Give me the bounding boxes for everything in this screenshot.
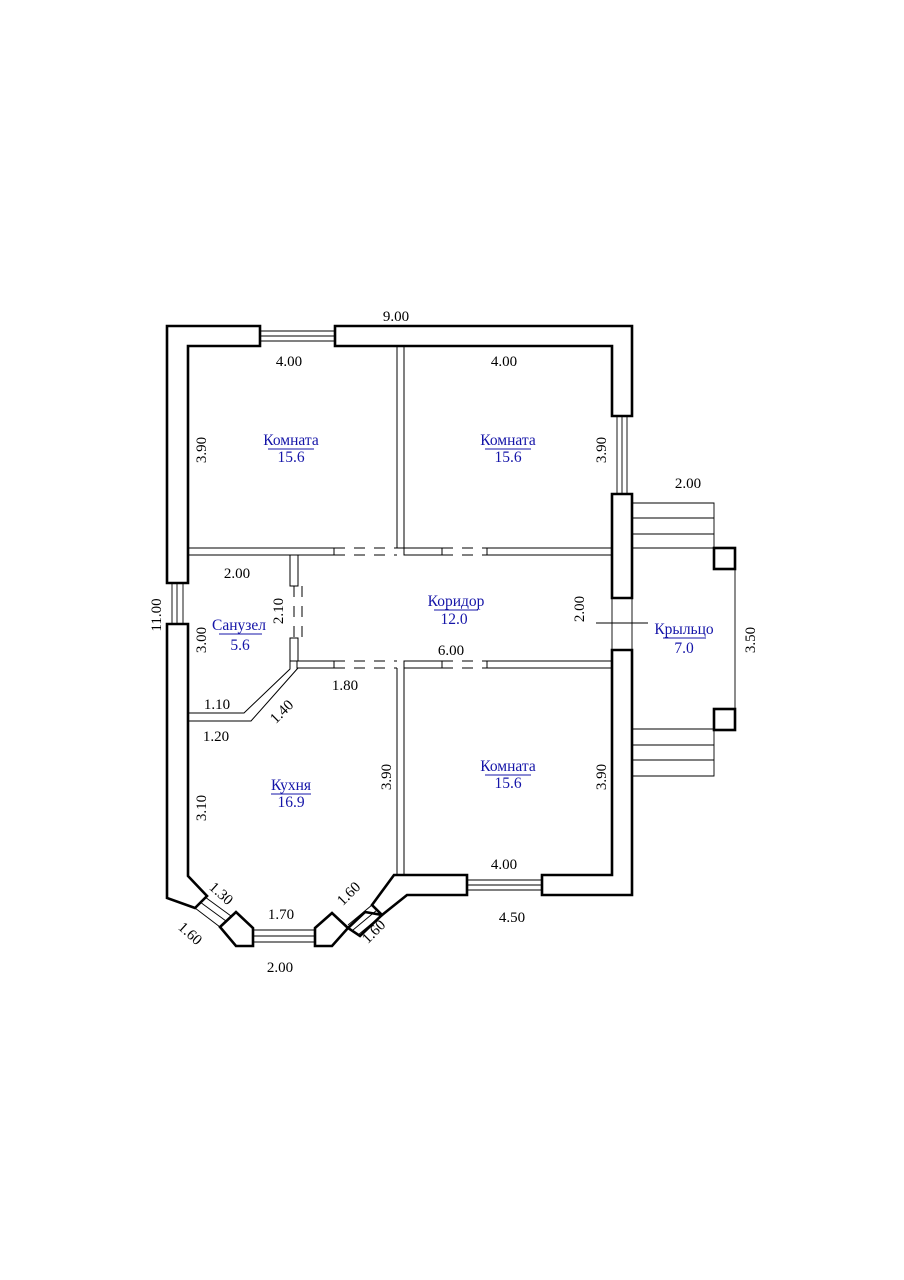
- partition-angled: [188, 661, 291, 714]
- room-area: 7.0: [674, 640, 694, 657]
- dim-kitchen-diagonal: 1.40: [267, 697, 297, 727]
- dim-total-width: 9.00: [383, 309, 409, 325]
- room-area: 15.6: [277, 449, 304, 466]
- room-name: Крыльцо: [654, 621, 714, 638]
- dim-se-room-window: 4.00: [491, 857, 517, 873]
- partitions: [187, 346, 613, 875]
- windows: [171, 330, 648, 943]
- porch: [632, 502, 737, 777]
- partition-top-rooms: [396, 346, 405, 549]
- room-name: Санузел: [212, 617, 266, 634]
- window-right-upper: [616, 416, 628, 494]
- room-label-bathroom: Санузел 5.6: [212, 617, 266, 654]
- window-bay-left: [194, 896, 232, 928]
- wall-left-low: [165, 622, 209, 910]
- room-label-bedroom-nw: Комната 15.6: [263, 432, 319, 466]
- dim-bay-left-outer: 1.60: [175, 919, 205, 948]
- dim-ne-room-height: 3.90: [594, 437, 610, 463]
- porch-steps-lower: [632, 728, 715, 777]
- porch-column-bottom: [712, 707, 737, 732]
- room-name: Кухня: [271, 777, 311, 794]
- exterior-walls: [165, 324, 634, 948]
- window-bay-center: [253, 929, 315, 943]
- wall-right-low: [540, 648, 634, 897]
- room-label-porch: Крыльцо 7.0: [654, 621, 714, 657]
- room-area: 5.6: [230, 637, 250, 654]
- dim-ne-room-width: 4.00: [491, 354, 517, 370]
- dim-bay-right-inner: 1.60: [334, 879, 364, 909]
- room-label-corridor: Коридор 12.0: [428, 593, 485, 628]
- porch-column-top: [712, 546, 737, 571]
- dim-se-room-height: 3.90: [594, 764, 610, 790]
- room-name: Комната: [263, 432, 319, 449]
- room-label-bedroom-ne: Комната 15.6: [480, 432, 536, 466]
- window-left: [171, 583, 184, 624]
- room-area: 12.0: [440, 611, 467, 628]
- window-bottom: [467, 879, 542, 891]
- room-name: Комната: [480, 758, 536, 775]
- room-label-kitchen: Кухня 16.9: [271, 777, 311, 811]
- dim-nw-room-height: 3.90: [194, 437, 210, 463]
- dim-bath-offset: 1.80: [332, 678, 358, 694]
- dim-se-room-width: 4.50: [499, 910, 525, 926]
- dim-bathroom-depth: 2.10: [271, 598, 287, 624]
- dim-nw-room-width: 4.00: [276, 354, 302, 370]
- entrance-door: [596, 598, 648, 650]
- wall-top-left: [165, 324, 262, 585]
- dim-corridor-width: 2.00: [572, 596, 588, 622]
- room-name: Комната: [480, 432, 536, 449]
- dim-bay-center-outer: 2.00: [267, 960, 293, 976]
- dim-porch-depth: 3.50: [743, 627, 759, 653]
- wall-right-mid: [610, 492, 634, 600]
- dim-bay-center-inner: 1.70: [268, 907, 294, 923]
- wall-top-right: [333, 324, 634, 418]
- dim-kitchen-angle-top: 1.10: [204, 697, 230, 713]
- room-label-bedroom-se: Комната 15.6: [480, 758, 536, 792]
- door-openings: [293, 547, 487, 669]
- dim-bay-left-inner: 1.30: [206, 879, 236, 908]
- dim-bathroom-height: 3.00: [194, 627, 210, 653]
- dim-corridor-length: 6.00: [438, 643, 464, 659]
- window-top: [260, 330, 335, 342]
- room-labels: Комната 15.6 Комната 15.6 Коридор 12.0 С…: [212, 432, 714, 811]
- room-area: 15.6: [494, 449, 521, 466]
- dim-kitchen-angle-bottom: 1.20: [203, 729, 229, 745]
- dim-kitchen-right-height: 3.90: [379, 764, 395, 790]
- dim-porch-width: 2.00: [675, 476, 701, 492]
- dim-bathroom-width: 2.00: [224, 566, 250, 582]
- wall-bottom-mid: [370, 873, 469, 917]
- porch-steps-upper: [632, 502, 715, 549]
- bay-corner-left: [218, 910, 255, 948]
- bay-corner-right: [313, 911, 350, 948]
- room-area: 16.9: [277, 794, 304, 811]
- dim-total-height: 11.00: [149, 598, 165, 631]
- room-area: 15.6: [494, 775, 521, 792]
- window-bay-right: [347, 904, 383, 936]
- dim-kitchen-wall-height: 3.10: [194, 795, 210, 821]
- room-name: Коридор: [428, 593, 485, 610]
